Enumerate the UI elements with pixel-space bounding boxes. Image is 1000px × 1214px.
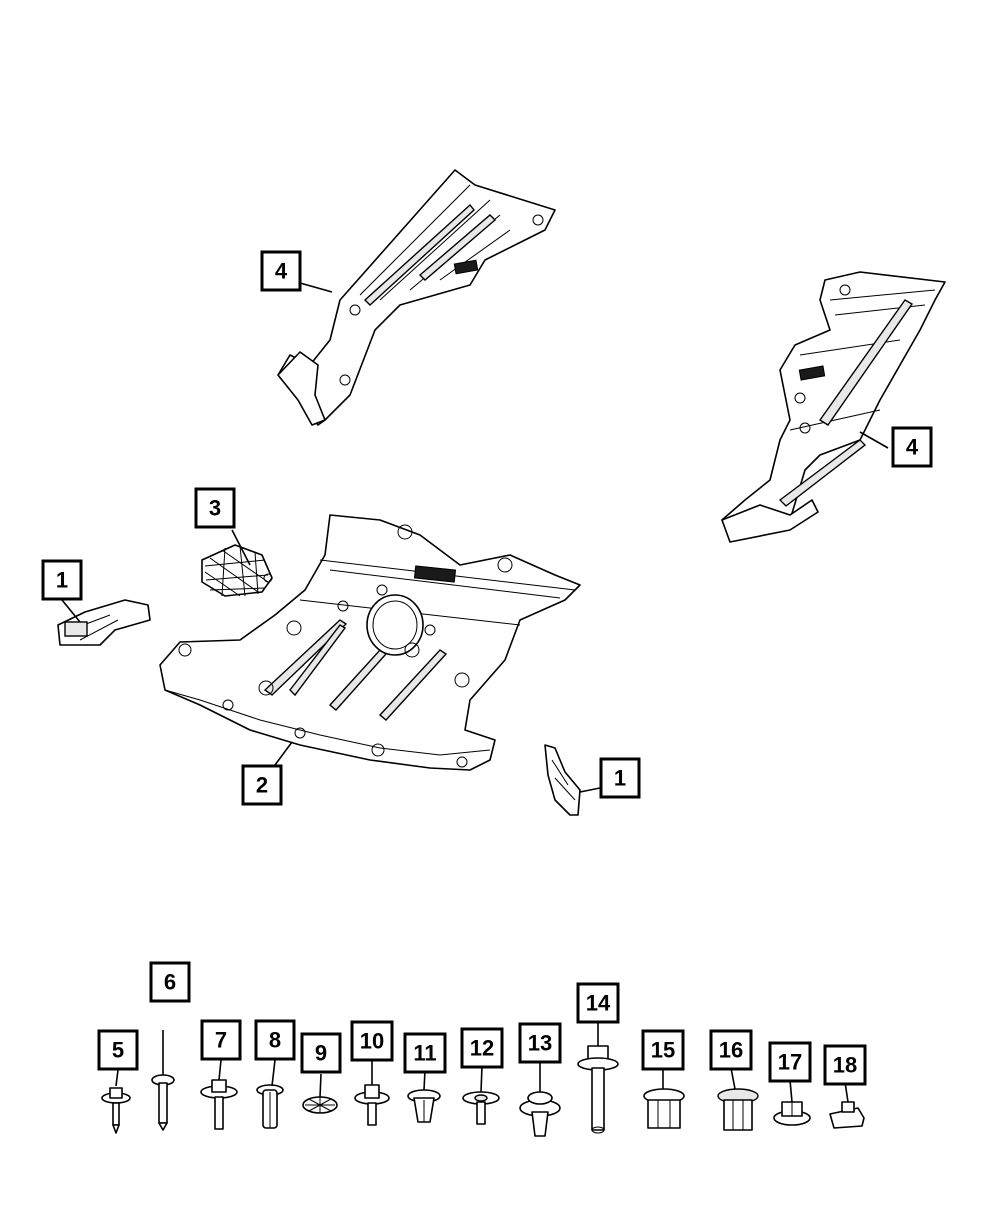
callout-15[interactable]: 15 <box>641 1029 685 1071</box>
part-17-nut[interactable] <box>773 1101 811 1126</box>
callout-13[interactable]: 13 <box>518 1022 562 1064</box>
callout-9-label: 9 <box>315 1041 327 1066</box>
part-8-push-pin[interactable] <box>256 1084 284 1129</box>
callout-1-left[interactable]: 1 <box>41 559 83 601</box>
part-10-bolt[interactable] <box>354 1084 390 1126</box>
callout-11[interactable]: 11 <box>403 1032 447 1074</box>
part-16-grommet[interactable] <box>717 1088 759 1131</box>
callout-1-right-label: 1 <box>614 766 626 791</box>
part-5-bolt[interactable] <box>101 1087 131 1134</box>
callout-12[interactable]: 12 <box>460 1027 504 1069</box>
callout-4-left-label: 4 <box>275 259 288 284</box>
callout-5[interactable]: 5 <box>97 1029 139 1071</box>
callout-8[interactable]: 8 <box>254 1019 296 1061</box>
callout-7-label: 7 <box>215 1028 227 1053</box>
callout-12-label: 12 <box>470 1036 494 1061</box>
callout-10-label: 10 <box>360 1029 384 1054</box>
part-3-grille[interactable] <box>201 544 273 597</box>
part-11-retainer[interactable] <box>407 1089 441 1123</box>
callout-7[interactable]: 7 <box>200 1019 242 1061</box>
callout-4-right-label: 4 <box>906 435 919 460</box>
callout-16[interactable]: 16 <box>709 1029 753 1071</box>
leader-lines <box>61 282 889 1103</box>
callout-2-label: 2 <box>256 773 268 798</box>
callout-5-label: 5 <box>112 1038 124 1063</box>
part-12-retainer-disc[interactable] <box>462 1091 500 1125</box>
callout-8-label: 8 <box>269 1028 281 1053</box>
callout-6-label: 6 <box>164 970 176 995</box>
callout-1-left-label: 1 <box>56 568 68 593</box>
callout-17-label: 17 <box>778 1050 802 1075</box>
callout-16-label: 16 <box>719 1038 743 1063</box>
callout-4-right[interactable]: 4 <box>891 426 933 468</box>
callout-11-label: 11 <box>413 1041 436 1066</box>
callout-15-label: 15 <box>651 1038 675 1063</box>
callout-3[interactable]: 3 <box>194 487 236 529</box>
part-18-j-nut[interactable] <box>829 1101 865 1129</box>
callout-18[interactable]: 18 <box>823 1044 867 1086</box>
callout-6[interactable]: 6 <box>149 961 191 1003</box>
part-2-main-shield[interactable] <box>159 514 581 771</box>
part-4-left-shield[interactable] <box>277 169 556 426</box>
part-15-nut-insert[interactable] <box>643 1088 685 1129</box>
callout-2[interactable]: 2 <box>241 764 283 806</box>
callout-14-label: 14 <box>586 991 611 1016</box>
part-9-washer-clip[interactable] <box>302 1096 338 1114</box>
callout-18-label: 18 <box>833 1053 857 1078</box>
part-1-right-deflector[interactable] <box>544 744 581 816</box>
callout-9[interactable]: 9 <box>300 1032 342 1074</box>
callout-1-right[interactable]: 1 <box>599 757 641 799</box>
callout-4-left[interactable]: 4 <box>260 250 302 292</box>
callout-14[interactable]: 14 <box>576 982 620 1024</box>
part-14-long-bolt[interactable] <box>577 1022 619 1134</box>
part-1-left-deflector[interactable] <box>57 599 151 646</box>
callout-13-label: 13 <box>528 1031 552 1056</box>
part-7-flange-bolt[interactable] <box>200 1079 238 1130</box>
callout-10[interactable]: 10 <box>350 1020 394 1062</box>
part-6-rivet[interactable] <box>151 1030 175 1131</box>
callout-3-label: 3 <box>209 496 221 521</box>
part-4-right-shield[interactable] <box>721 271 946 543</box>
part-13-clip[interactable] <box>519 1091 561 1137</box>
callout-17[interactable]: 17 <box>768 1041 812 1083</box>
